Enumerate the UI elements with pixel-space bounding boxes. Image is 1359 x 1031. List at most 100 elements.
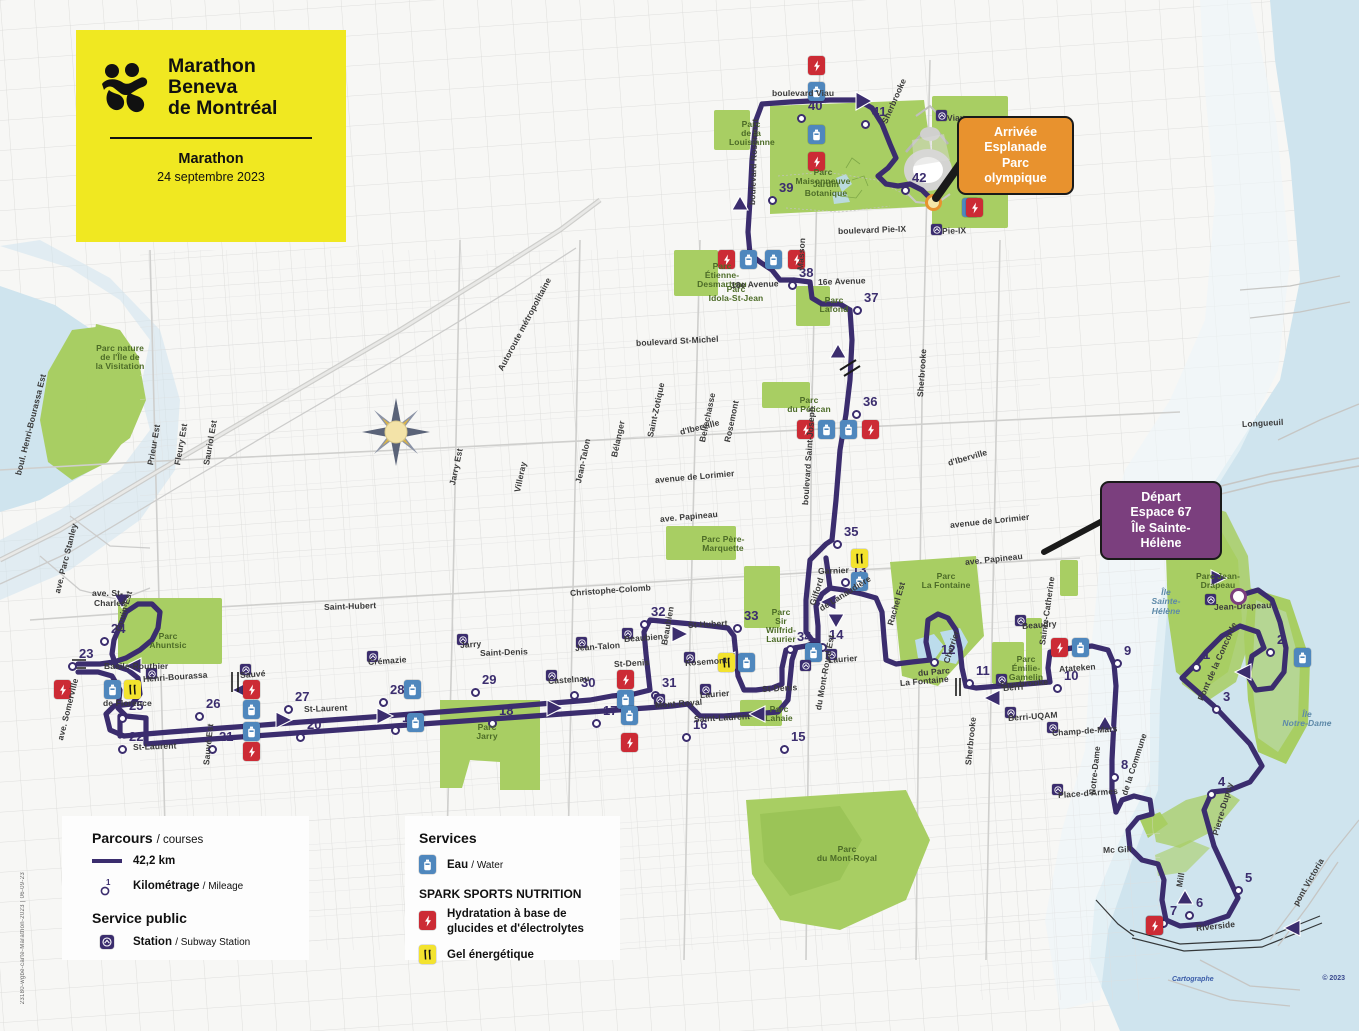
start-line-2: Espace 67 (1130, 505, 1192, 520)
km-marker-dot (780, 745, 789, 754)
km-marker-label: 29 (482, 672, 497, 687)
water-station-icon (740, 250, 757, 269)
km-marker-dot (930, 658, 939, 667)
legend-services-panel: Services Eau / Water SPARK SPORTS NUTRIT… (405, 816, 620, 965)
subway-station-icon (936, 110, 947, 121)
km-marker-label: 1 (1203, 647, 1211, 662)
km-marker-dot (786, 645, 795, 654)
km-marker-label: 25 (129, 698, 144, 713)
start-callout: Départ Espace 67 Île Sainte-Hélène (1100, 481, 1222, 560)
runners-icon (102, 62, 148, 112)
divider (110, 137, 312, 140)
title-line-3: de Montréal (168, 97, 278, 120)
km-marker-dot (284, 705, 293, 714)
km-marker-dot (1110, 773, 1119, 782)
finish-line-3: Parc olympique (984, 155, 1047, 185)
legend-water-row: Eau / Water (419, 855, 620, 874)
finish-line-2: Esplanade (984, 140, 1047, 155)
street-label: Laurier (827, 652, 858, 665)
km-marker-dot (853, 306, 862, 315)
km-marker-label: 30 (581, 675, 596, 690)
km-marker-dot (471, 688, 480, 697)
water-station-icon (851, 572, 868, 591)
street-label: St-Laurent (132, 740, 177, 752)
water-bottle-icon (419, 855, 436, 874)
event-title: Marathon Beneva de Montréal (168, 55, 278, 120)
subway-station-icon (1047, 722, 1058, 733)
document-reference-sidenote: 23180-wgbe-carte-Marathon-2023 | 06-09-2… (20, 872, 26, 1005)
subway-station-icon (684, 652, 695, 663)
km-marker-dot (640, 620, 649, 629)
event-name: Marathon (178, 151, 244, 168)
km-marker-dot (901, 186, 910, 195)
km-marker-dot (788, 281, 797, 290)
water-station-icon (840, 420, 857, 439)
km-marker-label: 10 (1064, 668, 1079, 683)
water-station-icon (808, 82, 825, 101)
km-marker-label: 4 (1218, 774, 1226, 789)
legend-spark-heading: SPARK SPORTS NUTRITION (419, 887, 582, 901)
km-marker-label: 31 (662, 675, 677, 690)
copyright-notice: © 2023 (1322, 975, 1345, 982)
km-marker-dot (296, 733, 305, 742)
subway-station-icon (1205, 594, 1216, 605)
km-marker-dot (861, 120, 870, 129)
legend-gel-row: Gel énergétique (419, 945, 620, 965)
subway-station-icon (367, 651, 378, 662)
km-marker-dot (195, 712, 204, 721)
water-station-icon (243, 700, 260, 719)
legend-distance-row: 42,2 km (92, 855, 309, 867)
legend-hydration-label: Hydratation à base de glucides et d'élec… (447, 908, 584, 935)
hydration-station-icon (1051, 638, 1068, 657)
km-marker-dot (68, 662, 77, 671)
km-marker-label: 34 (797, 629, 812, 644)
km-marker-label: 41 (872, 104, 887, 119)
km-marker-label: 3 (1223, 689, 1231, 704)
water-station-icon (1072, 638, 1089, 657)
km-marker-dot (570, 691, 579, 700)
subway-station-icon (654, 694, 665, 705)
legend-distance-label: 42,2 km (133, 855, 176, 867)
street-label: 18e Avenue (730, 278, 779, 290)
water-station-icon (808, 125, 825, 144)
km-marker-dot (841, 578, 850, 587)
legend-station-row: Station / Subway Station (92, 935, 309, 949)
legend-public-service-heading: Service public (92, 910, 187, 926)
park-label: Parc Jean-Drapeau (1196, 571, 1240, 590)
water-station-icon (765, 250, 782, 269)
subway-station-icon (826, 649, 837, 660)
km-marker-dot (1113, 659, 1122, 668)
hydration-station-icon (797, 420, 814, 439)
km-marker-label: 42 (912, 170, 927, 185)
legend-mileage-row: 1 Kilométrage / Mileage (92, 876, 309, 896)
km-marker-dot (1192, 663, 1201, 672)
subway-station-icon (457, 634, 468, 645)
legend-services-heading: Services (419, 830, 477, 846)
km-marker-dot (488, 719, 497, 728)
km-marker-dot (852, 410, 861, 419)
km-marker-dot (118, 714, 127, 723)
km-marker-dot (100, 637, 109, 646)
street-label: Saint-Denis (479, 646, 529, 658)
park-label: Parc Père-Marquette (701, 534, 745, 553)
hydration-station-icon (788, 250, 805, 269)
subway-station-icon (622, 628, 633, 639)
water-station-icon (104, 680, 121, 699)
hydration-station-icon (862, 420, 879, 439)
subway-station-icon (800, 660, 811, 671)
title-line-2: Beneva (168, 76, 238, 99)
hydration-station-icon (718, 250, 735, 269)
lightning-bolt-icon (419, 911, 436, 930)
subway-station-icon (240, 664, 251, 675)
water-station-icon (407, 713, 424, 732)
km-marker-dot (1234, 886, 1243, 895)
water-station-icon (805, 643, 822, 662)
km-marker-dot (768, 196, 777, 205)
